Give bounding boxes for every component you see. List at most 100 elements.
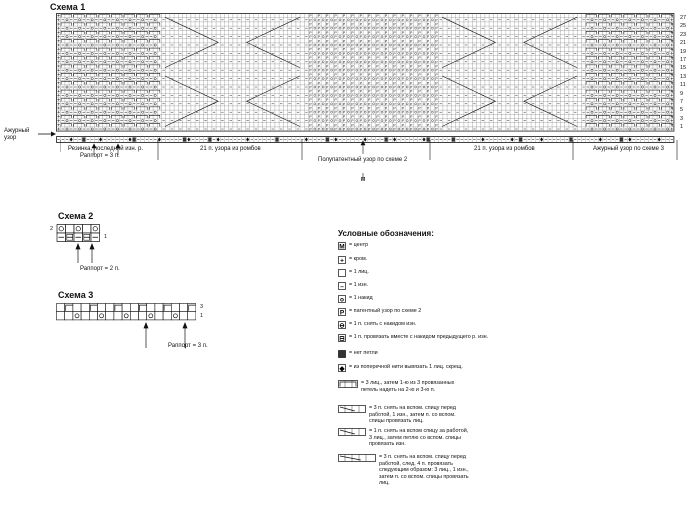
svg-text:P: P bbox=[334, 14, 337, 18]
svg-text:P: P bbox=[343, 31, 346, 35]
svg-text:P: P bbox=[435, 90, 438, 94]
svg-text:P: P bbox=[427, 39, 430, 43]
svg-text:P: P bbox=[343, 65, 346, 69]
svg-text:P: P bbox=[343, 27, 346, 31]
svg-text:P: P bbox=[393, 94, 396, 98]
svg-text:P: P bbox=[318, 77, 321, 81]
scheme1-repeat-arrows bbox=[60, 140, 678, 178]
svg-text:P: P bbox=[368, 128, 371, 132]
svg-text:P: P bbox=[368, 39, 371, 43]
svg-text:P: P bbox=[393, 90, 396, 94]
svg-text:P: P bbox=[351, 39, 354, 43]
svg-text:P: P bbox=[402, 102, 405, 106]
svg-text:P: P bbox=[402, 31, 405, 35]
svg-text:P: P bbox=[368, 119, 371, 123]
svg-text:P: P bbox=[385, 77, 388, 81]
svg-text:P: P bbox=[360, 128, 363, 132]
svg-text:P: P bbox=[393, 14, 396, 18]
svg-text:P: P bbox=[334, 18, 337, 22]
section-rib-label: Резинка, последний изн. р. Раппорт = 3 п… bbox=[68, 146, 144, 159]
svg-text:P: P bbox=[309, 27, 312, 31]
svg-text:P: P bbox=[318, 94, 321, 98]
svg-text:P: P bbox=[334, 56, 337, 60]
svg-text:P: P bbox=[385, 123, 388, 127]
svg-text:P: P bbox=[427, 94, 430, 98]
svg-text:P: P bbox=[318, 48, 321, 52]
svg-text:P: P bbox=[385, 81, 388, 85]
svg-text:P: P bbox=[334, 94, 337, 98]
svg-text:P: P bbox=[368, 48, 371, 52]
svg-text:P: P bbox=[427, 81, 430, 85]
svg-text:P: P bbox=[309, 44, 312, 48]
legend-text: = 1 п. снять на вспом спицу за работой, … bbox=[369, 428, 469, 448]
svg-text:P: P bbox=[402, 73, 405, 77]
svg-text:P: P bbox=[360, 56, 363, 60]
svg-text:P: P bbox=[376, 119, 379, 123]
legend-text: = 1 п. провязать вместе с накидом предыд… bbox=[349, 334, 489, 340]
legend-text: = 3 п. снять на вспом. спицу перед работ… bbox=[379, 454, 469, 487]
svg-text:P: P bbox=[368, 44, 371, 48]
svg-text:P: P bbox=[402, 60, 405, 64]
svg-text:P: P bbox=[318, 60, 321, 64]
svg-text:P: P bbox=[318, 44, 321, 48]
side-arrow-icon bbox=[38, 131, 56, 137]
svg-text:P: P bbox=[309, 31, 312, 35]
svg-text:P: P bbox=[309, 102, 312, 106]
svg-text:P: P bbox=[435, 119, 438, 123]
svg-text:P: P bbox=[368, 69, 371, 73]
legend-item: ⊟= 1 п. провязать вместе с накидом преды… bbox=[338, 334, 488, 342]
svg-text:P: P bbox=[435, 86, 438, 90]
svg-text:P: P bbox=[435, 52, 438, 56]
svg-text:P: P bbox=[309, 128, 312, 132]
svg-text:P: P bbox=[376, 81, 379, 85]
svg-text:P: P bbox=[343, 123, 346, 127]
svg-text:P: P bbox=[418, 73, 421, 77]
svg-text:P: P bbox=[393, 69, 396, 73]
svg-text:P: P bbox=[410, 44, 413, 48]
svg-text:P: P bbox=[418, 65, 421, 69]
svg-text:P: P bbox=[427, 77, 430, 81]
svg-text:P: P bbox=[326, 56, 329, 60]
svg-text:P: P bbox=[343, 73, 346, 77]
svg-text:P: P bbox=[402, 48, 405, 52]
svg-text:P: P bbox=[360, 69, 363, 73]
svg-text:P: P bbox=[376, 102, 379, 106]
svg-text:P: P bbox=[343, 115, 346, 119]
svg-text:P: P bbox=[427, 119, 430, 123]
svg-text:P: P bbox=[427, 86, 430, 90]
svg-text:P: P bbox=[351, 60, 354, 64]
svg-text:P: P bbox=[343, 52, 346, 56]
svg-text:P: P bbox=[435, 44, 438, 48]
svg-text:P: P bbox=[427, 65, 430, 69]
svg-text:P: P bbox=[376, 35, 379, 39]
svg-text:P: P bbox=[435, 48, 438, 52]
svg-text:P: P bbox=[318, 81, 321, 85]
svg-text:P: P bbox=[435, 35, 438, 39]
svg-text:P: P bbox=[351, 27, 354, 31]
svg-text:P: P bbox=[334, 65, 337, 69]
svg-text:P: P bbox=[385, 90, 388, 94]
legend-text: = патентный узор по схеме 2 bbox=[349, 308, 422, 314]
svg-text:P: P bbox=[435, 69, 438, 73]
svg-text:P: P bbox=[418, 98, 421, 102]
svg-text:P: P bbox=[368, 73, 371, 77]
svg-text:P: P bbox=[360, 77, 363, 81]
svg-text:P: P bbox=[402, 14, 405, 18]
svg-text:P: P bbox=[402, 86, 405, 90]
svg-text:P: P bbox=[318, 107, 321, 111]
svg-text:P: P bbox=[376, 60, 379, 64]
svg-text:P: P bbox=[360, 73, 363, 77]
scheme3-repeat-label: Раппорт = 3 п. bbox=[168, 343, 208, 349]
svg-text:P: P bbox=[334, 23, 337, 27]
svg-text:P: P bbox=[326, 81, 329, 85]
svg-text:P: P bbox=[385, 60, 388, 64]
scheme2-row-right: 1 bbox=[104, 234, 108, 240]
svg-text:P: P bbox=[326, 31, 329, 35]
legend-symbol-icon bbox=[338, 269, 346, 277]
svg-text:P: P bbox=[309, 77, 312, 81]
svg-text:P: P bbox=[385, 35, 388, 39]
svg-text:P: P bbox=[309, 81, 312, 85]
svg-text:P: P bbox=[368, 123, 371, 127]
svg-text:P: P bbox=[385, 39, 388, 43]
